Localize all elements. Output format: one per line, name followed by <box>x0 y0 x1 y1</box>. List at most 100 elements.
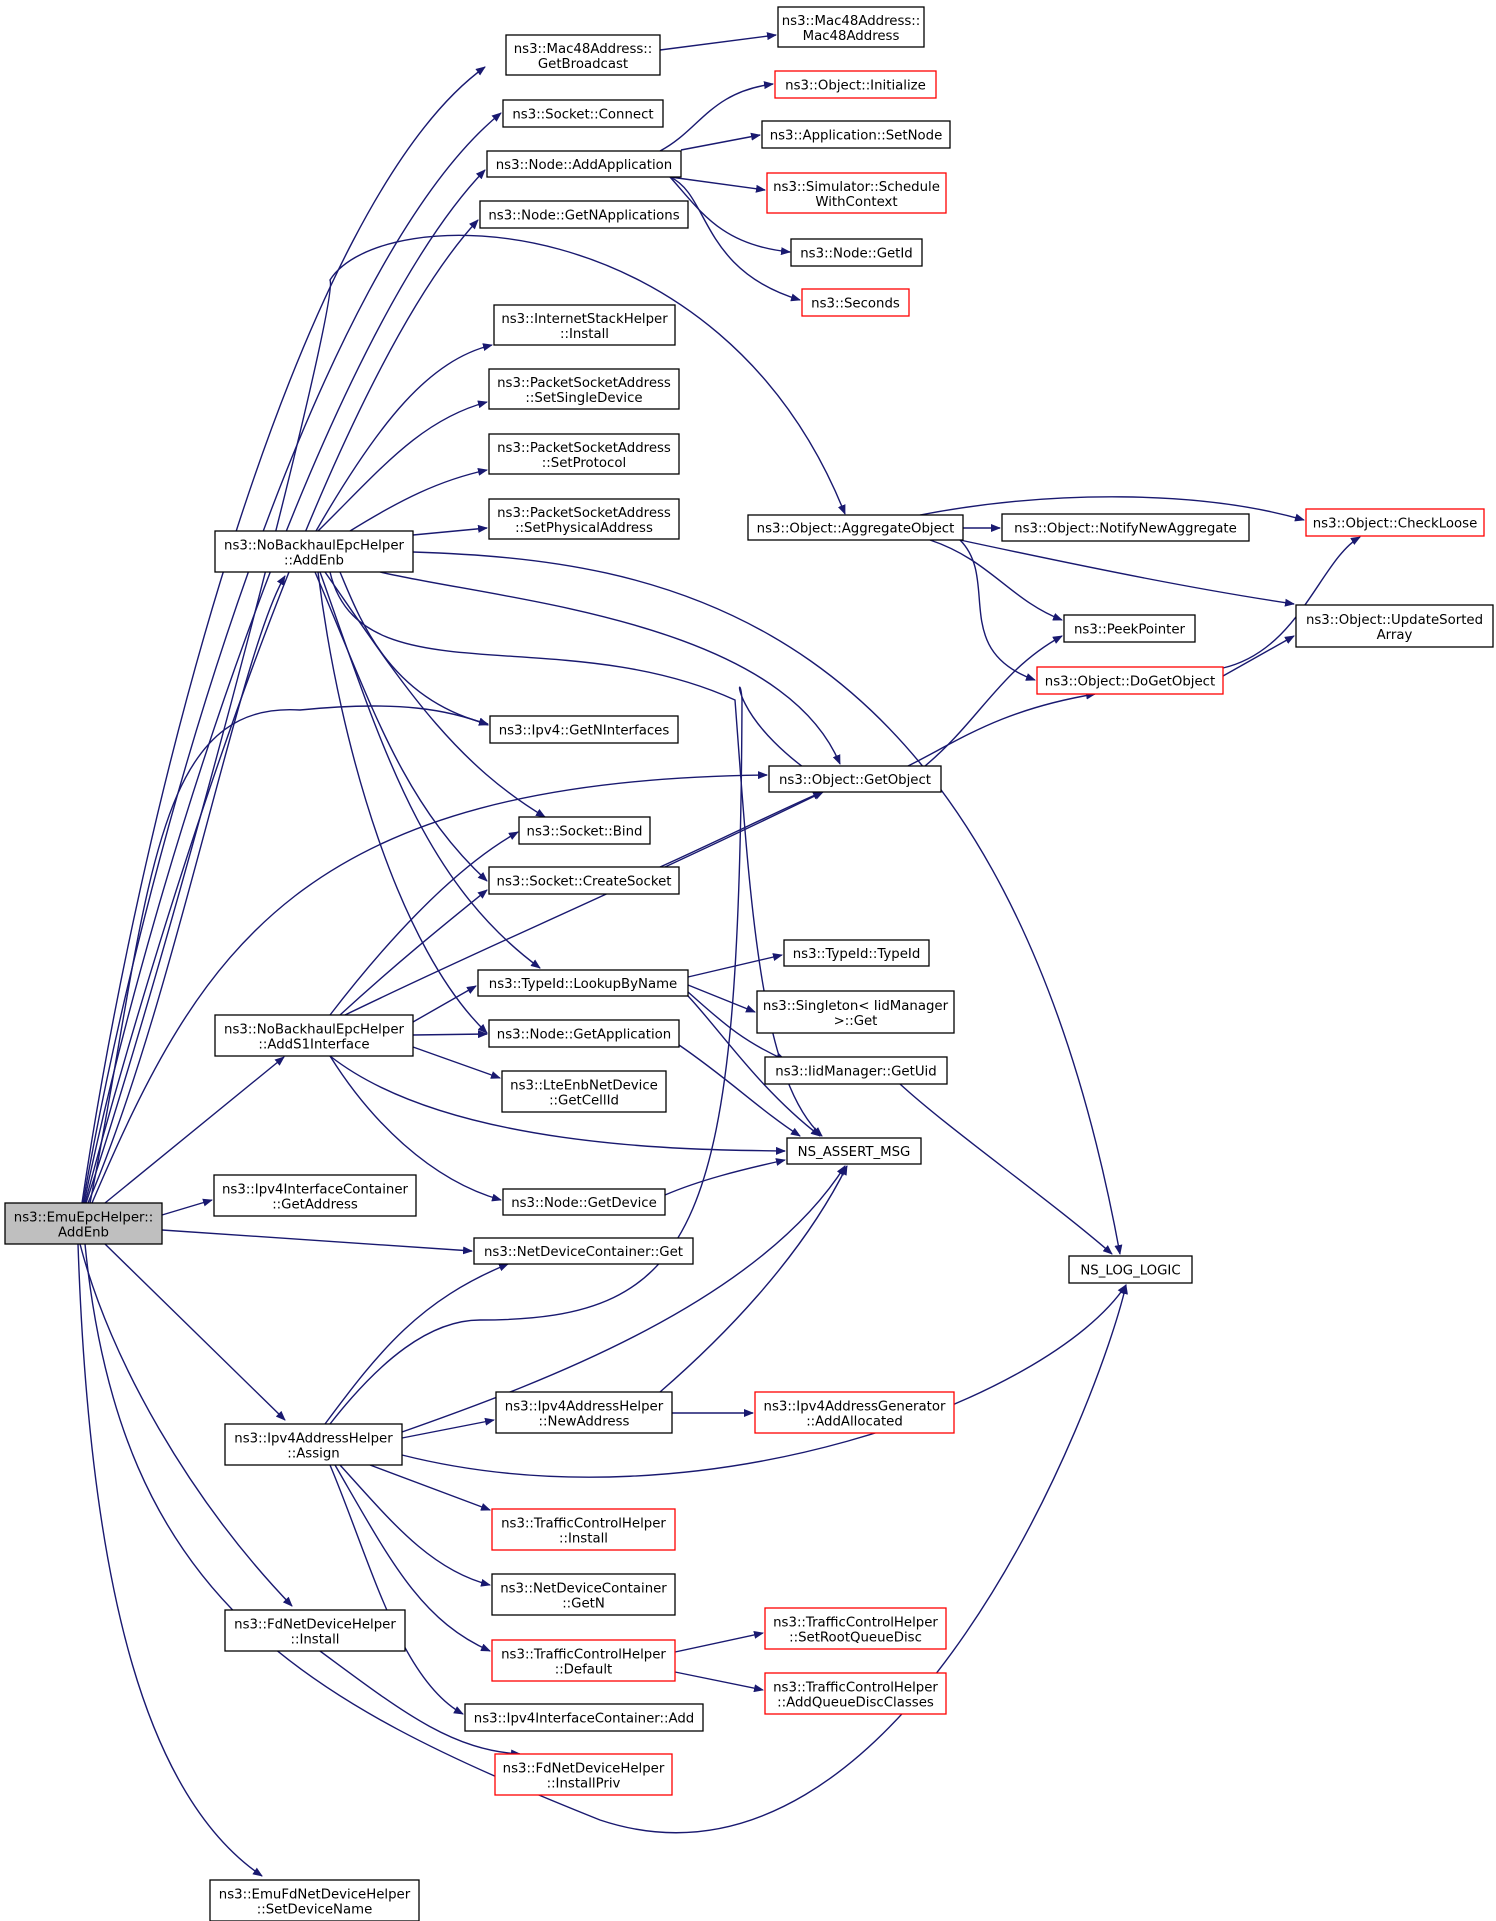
call-arrow <box>369 1464 491 1511</box>
node-label-line: ns3::PacketSocketAddress <box>497 441 671 456</box>
function-node-seconds[interactable]: ns3::Seconds <box>801 288 910 317</box>
call-edge-addapp-to-getid <box>669 176 791 256</box>
call-edge-nobackaddenb-to-ishinstall <box>315 343 493 532</box>
function-node-tchaddqdc[interactable]: ns3::TrafficControlHelper::AddQueueDiscC… <box>764 1672 947 1715</box>
function-node-cellid[interactable]: ns3::LteEnbNetDevice::GetCellId <box>501 1070 667 1113</box>
node-box <box>764 1607 947 1650</box>
node-box <box>224 1609 406 1652</box>
call-edges <box>77 32 1361 1877</box>
call-arrow <box>79 1243 293 1607</box>
call-edge-root-to-ipv4icgetaddr <box>161 1198 213 1216</box>
call-edge-nobackaddenb-to-psasingle <box>317 400 488 532</box>
function-node-addalloc[interactable]: ns3::Ipv4AddressGenerator::AddAllocated <box>754 1391 955 1434</box>
function-node-ipv4icadd[interactable]: ns3::Ipv4InterfaceContainer::Add <box>464 1703 704 1732</box>
function-node-addapp[interactable]: ns3::Node::AddApplication <box>486 150 682 178</box>
call-edge-getdevice-to-assertmsg <box>664 1158 786 1196</box>
node-box <box>774 70 937 99</box>
function-node-getnifaces[interactable]: ns3::Ipv4::GetNInterfaces <box>489 715 679 744</box>
function-node-ishinstall[interactable]: ns3::InternetStackHelper::Install <box>493 304 676 346</box>
call-arrow <box>664 1158 786 1196</box>
call-arrow <box>81 66 486 1204</box>
call-arrow <box>412 1030 488 1039</box>
call-arrow <box>1222 635 1295 677</box>
call-edge-nobackaddenb-to-getobject <box>379 571 841 765</box>
call-edge-aggobj-to-peekptr <box>929 539 1063 621</box>
function-node-tidtid[interactable]: ns3::TypeId::TypeId <box>783 939 930 967</box>
call-arrow <box>659 32 777 51</box>
node-label-line: ::AddS1Interface <box>258 1038 369 1053</box>
function-node-emusetname[interactable]: ns3::EmuFdNetDeviceHelper::SetDeviceName <box>209 1879 420 1921</box>
function-node-aggobj[interactable]: ns3::Object::AggregateObject <box>747 514 964 541</box>
node-label-line: ns3::Object::UpdateSorted <box>1306 613 1483 628</box>
function-node-checkloose[interactable]: ns3::Object::CheckLoose <box>1305 508 1485 537</box>
call-arrow <box>907 691 1096 767</box>
node-label-line: ns3::Object::GetObject <box>779 773 931 788</box>
function-node-addS1[interactable]: ns3::NoBackhaulEpcHelper::AddS1Interface <box>214 1014 414 1057</box>
function-node-mac48ctor[interactable]: ns3::Mac48Address::Mac48Address <box>777 6 925 48</box>
function-node-assign[interactable]: ns3::Ipv4AddressHelper::Assign <box>224 1423 403 1466</box>
function-node-fdinstpriv[interactable]: ns3::FdNetDeviceHelper::InstallPriv <box>494 1753 673 1796</box>
function-node-psaproto[interactable]: ns3::PacketSocketAddress::SetProtocol <box>488 433 680 475</box>
function-node-newaddr[interactable]: ns3::Ipv4AddressHelper::NewAddress <box>495 1391 673 1434</box>
function-node-getnapps[interactable]: ns3::Node::GetNApplications <box>479 200 689 229</box>
function-node-assertmsg[interactable]: NS_ASSERT_MSG <box>786 1137 922 1165</box>
node-box <box>756 990 955 1034</box>
call-arrow <box>379 571 841 765</box>
function-node-mac48bc[interactable]: ns3::Mac48Address::GetBroadcast <box>505 34 661 76</box>
function-node-objinit[interactable]: ns3::Object::Initialize <box>774 70 937 99</box>
function-node-dogetobj[interactable]: ns3::Object::DoGetObject <box>1036 666 1224 695</box>
node-box <box>214 1014 414 1057</box>
function-node-peekptr[interactable]: ns3::PeekPointer <box>1063 614 1196 643</box>
node-label-line: ns3::TrafficControlHelper <box>501 1648 666 1663</box>
node-label-line: ::AddQueueDiscClasses <box>777 1696 934 1711</box>
function-node-tchsetroot[interactable]: ns3::TrafficControlHelper::SetRootQueueD… <box>764 1607 947 1650</box>
function-node-getid[interactable]: ns3::Node::GetId <box>790 238 923 267</box>
call-edge-addS1-to-createsock <box>339 889 488 1016</box>
node-label-line: ns3::NetDeviceContainer <box>500 1582 667 1597</box>
function-node-tchinstall[interactable]: ns3::TrafficControlHelper::Install <box>491 1508 676 1551</box>
call-arrow <box>84 219 479 1204</box>
call-edge-nobackaddenb-to-logic <box>412 551 1123 1255</box>
function-node-appsetnode[interactable]: ns3::Application::SetNode <box>761 120 951 149</box>
function-node-getapp[interactable]: ns3::Node::GetApplication <box>488 1019 680 1048</box>
node-label-line: ns3::Object::CheckLoose <box>1313 517 1478 532</box>
node-label-line: ::SetDeviceName <box>257 1903 373 1918</box>
call-edge-assign-to-tchinstall <box>369 1464 491 1511</box>
call-arrow <box>77 1243 263 1877</box>
function-node-notifyagg[interactable]: ns3::Object::NotifyNewAggregate <box>1001 513 1250 542</box>
node-label-line: ns3::TrafficControlHelper <box>501 1517 666 1532</box>
node-label-line: ns3::Mac48Address:: <box>782 14 921 29</box>
node-label-line: ns3::Object::NotifyNewAggregate <box>1014 522 1237 537</box>
function-node-singleton[interactable]: ns3::Singleton< IidManager>::Get <box>756 990 955 1034</box>
function-node-getuid[interactable]: ns3::IidManager::GetUid <box>764 1056 948 1085</box>
function-node-sockconnect[interactable]: ns3::Socket::Connect <box>502 99 664 128</box>
call-edge-root-to-fdinstall <box>79 1243 293 1607</box>
function-node-fdinstall[interactable]: ns3::FdNetDeviceHelper::Install <box>224 1609 406 1652</box>
node-label-line: ns3::Mac48Address:: <box>514 42 653 57</box>
call-arrow <box>339 1464 491 1587</box>
node-label-line: ns3::Object::DoGetObject <box>1045 675 1215 690</box>
function-node-getdevice[interactable]: ns3::Node::GetDevice <box>502 1188 666 1216</box>
node-label-line: ns3::Node::AddApplication <box>496 158 672 173</box>
node-label-line: NS_ASSERT_MSG <box>798 1145 911 1160</box>
function-node-sockbind[interactable]: ns3::Socket::Bind <box>518 816 651 845</box>
function-node-ndcget[interactable]: ns3::NetDeviceContainer::Get <box>473 1237 694 1265</box>
function-node-tchdefault[interactable]: ns3::TrafficControlHelper::Default <box>491 1639 676 1682</box>
function-node-lookupname[interactable]: ns3::TypeId::LookupByName <box>477 969 689 997</box>
call-edge-aggobj-to-updsorted <box>959 539 1295 607</box>
function-node-nobackaddenb[interactable]: ns3::NoBackhaulEpcHelper::AddEnb <box>214 530 414 573</box>
call-edge-assign-to-newaddr <box>401 1417 495 1439</box>
call-edge-assign-to-ndcget <box>324 1263 509 1425</box>
function-node-logic[interactable]: NS_LOG_LOGIC <box>1068 1255 1193 1284</box>
function-node-root[interactable]: ns3::EmuEpcHelper::AddEnb <box>4 1202 163 1245</box>
function-node-ndcgetn[interactable]: ns3::NetDeviceContainer::GetN <box>491 1573 676 1616</box>
function-node-createsock[interactable]: ns3::Socket::CreateSocket <box>488 866 680 895</box>
node-label-line: ns3::Node::GetApplication <box>497 1028 671 1043</box>
call-edge-root-to-mac48bc <box>81 66 486 1204</box>
function-node-psasingle[interactable]: ns3::PacketSocketAddress::SetSingleDevic… <box>488 368 680 410</box>
function-node-psaphys[interactable]: ns3::PacketSocketAddress::SetPhysicalAdd… <box>488 498 680 540</box>
function-node-getobject[interactable]: ns3::Object::GetObject <box>768 765 942 793</box>
function-node-ipv4icgetaddr[interactable]: ns3::Ipv4InterfaceContainer::GetAddress <box>213 1174 417 1217</box>
